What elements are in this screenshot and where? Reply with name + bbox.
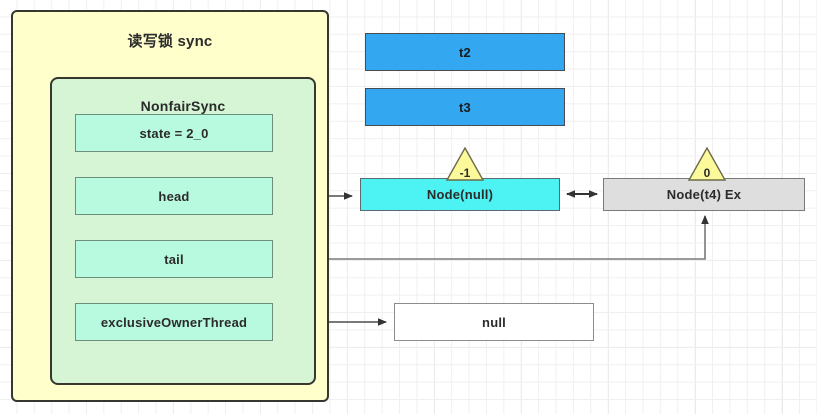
field-state: state = 2_0 [75,114,273,152]
thread-box-t3: t3 [365,88,565,126]
node-tail-label: Node(t4) Ex [666,187,742,202]
field-head-label: head [158,188,190,204]
field-tail-label: tail [164,251,184,267]
field-head: head [75,177,273,215]
thread-t2-label: t2 [459,44,471,60]
node-head-label: Node(null) [426,187,494,202]
thread-box-t2: t2 [365,33,565,71]
field-tail: tail [75,240,273,278]
connector-tail-to-node [273,215,709,260]
field-exclusive-owner-thread-label: exclusiveOwnerThread [100,314,248,330]
wait-status-triangle-head: -1 [446,147,484,181]
node-head: Node(null) [360,178,560,211]
owner-value-box: null [394,303,594,341]
owner-value-label: null [482,314,506,330]
thread-t3-label: t3 [459,99,471,115]
field-state-label: state = 2_0 [139,125,209,141]
nonfair-sync-title: NonfairSync [140,98,226,114]
wait-status-triangle-tail: 0 [688,147,726,181]
wait-status-head-label: -1 [459,166,471,180]
node-tail: Node(t4) Ex [603,178,805,211]
field-exclusive-owner-thread: exclusiveOwnerThread [75,303,273,341]
sync-title: 读写锁 sync [127,33,213,50]
wait-status-tail-label: 0 [703,166,711,180]
